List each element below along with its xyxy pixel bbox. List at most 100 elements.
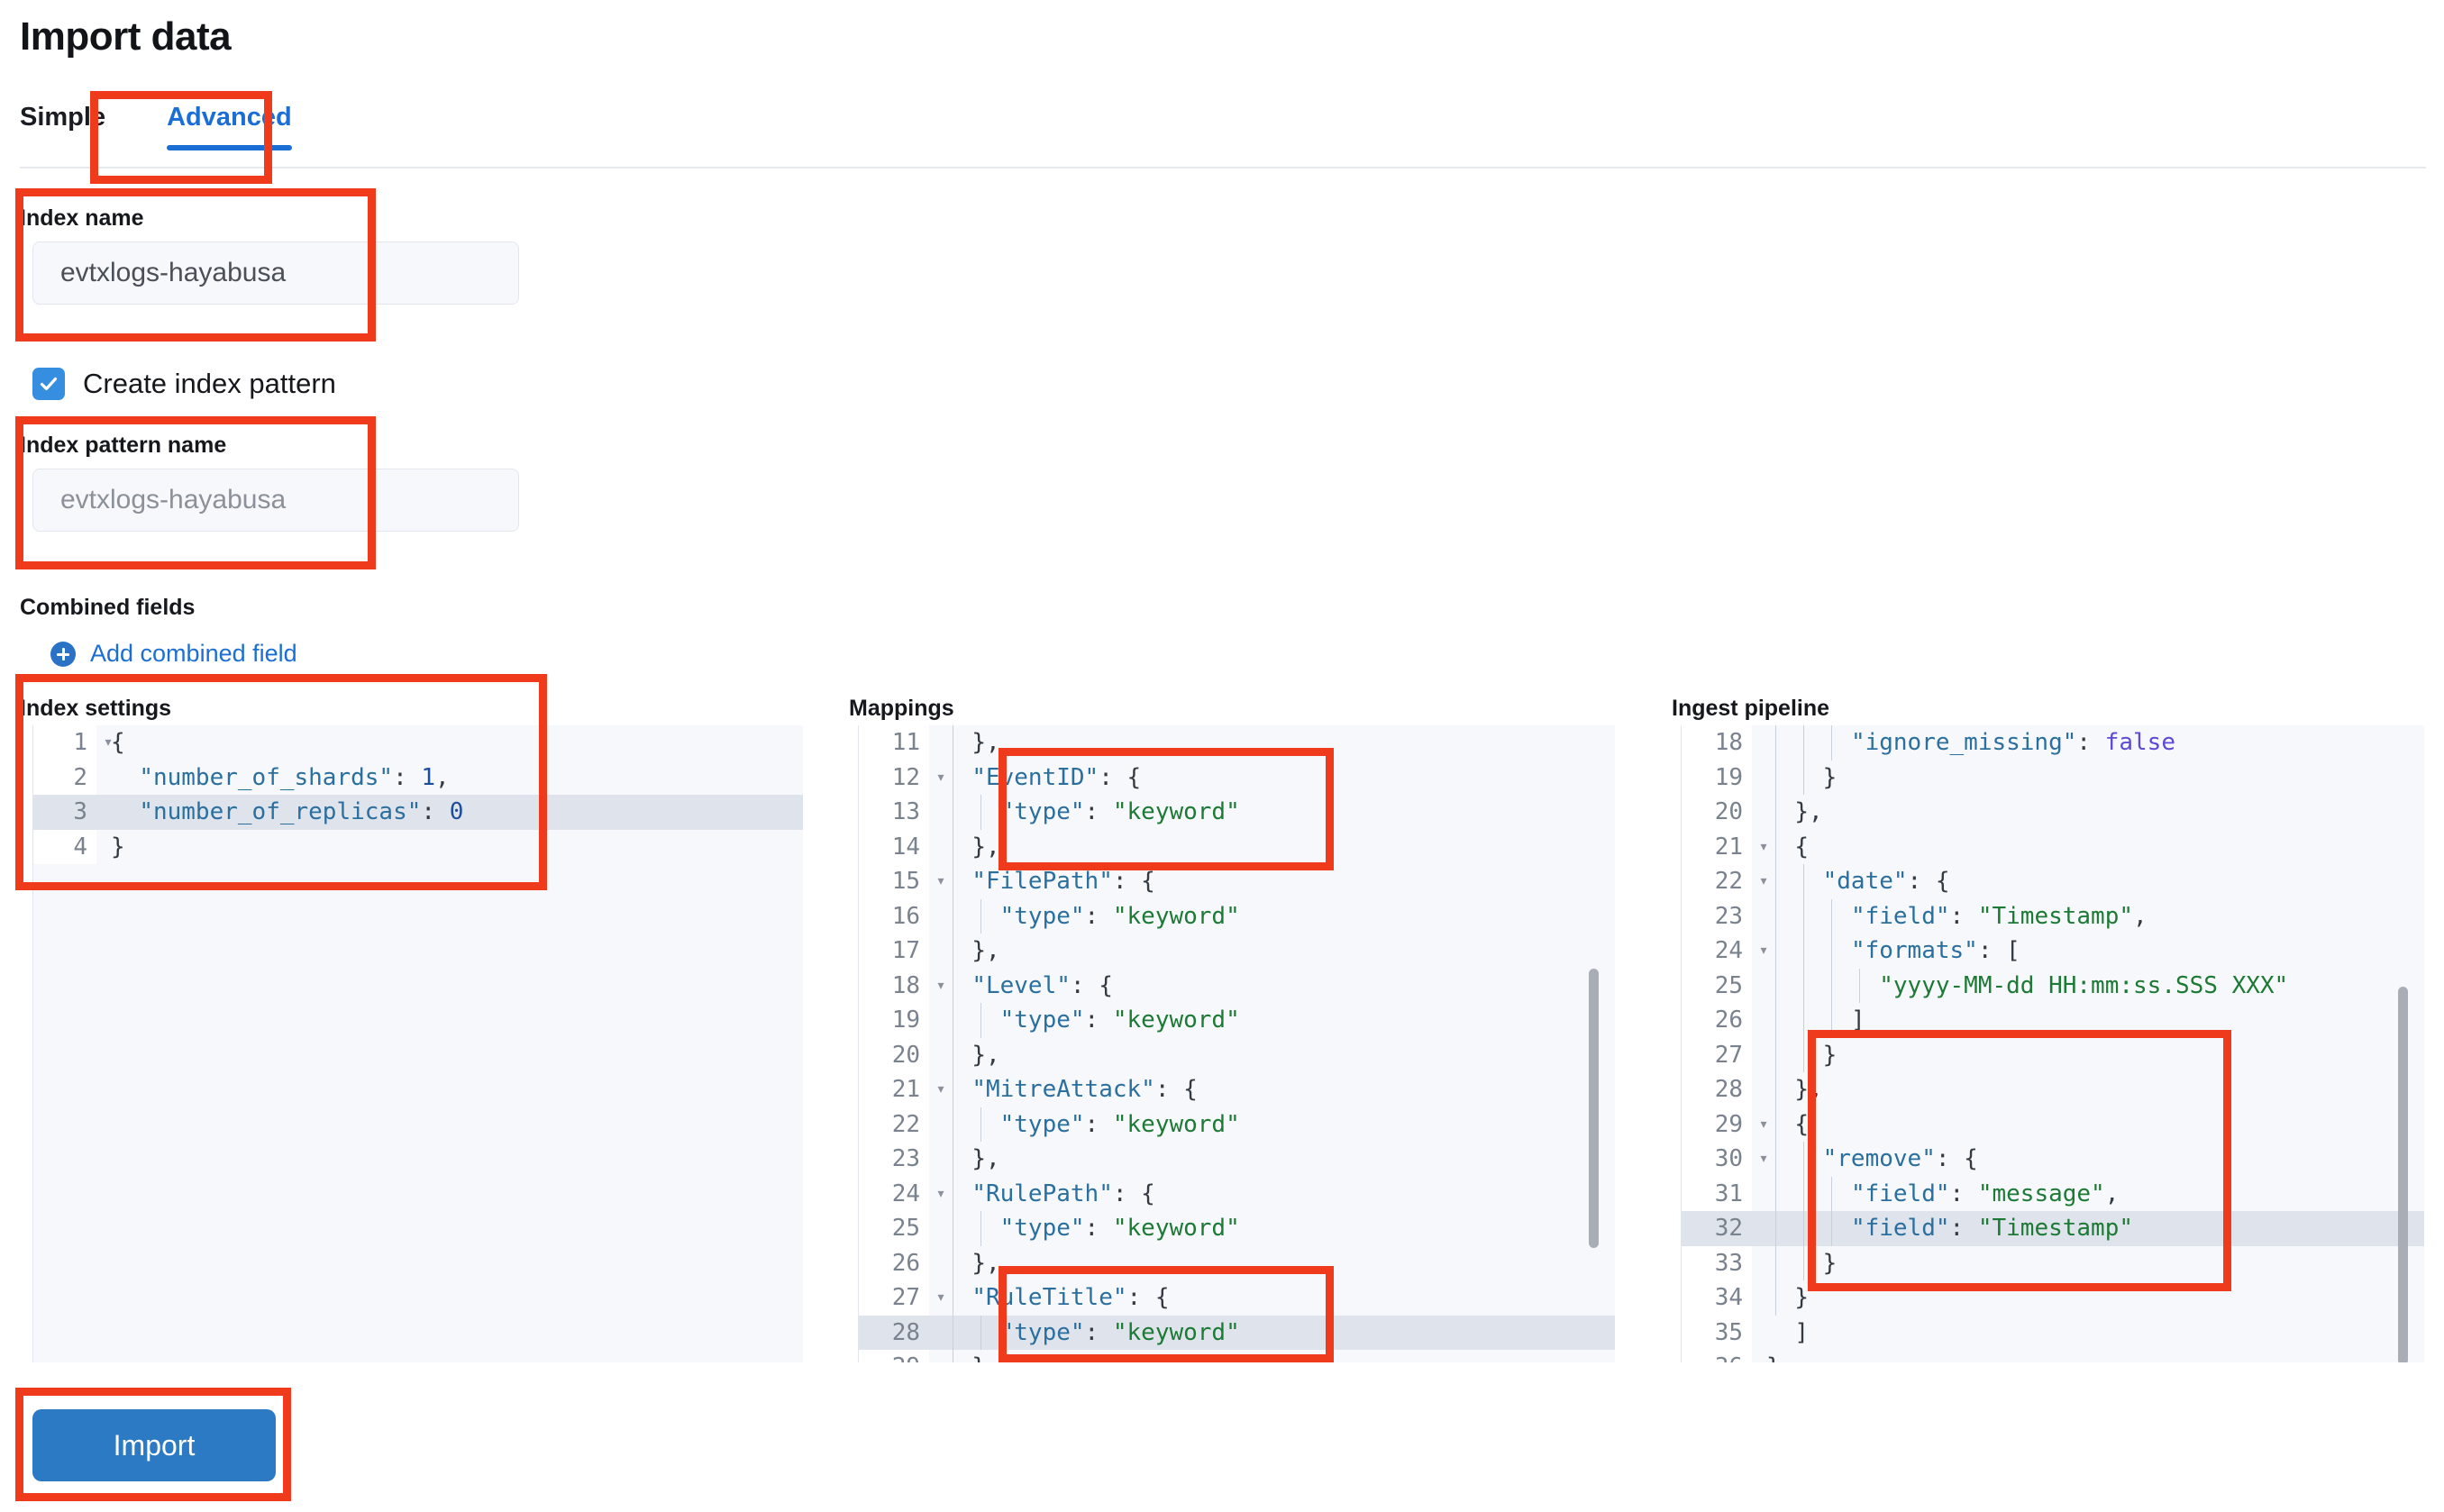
code-text: "yyyy-MM-dd HH:mm:ss.SSS XXX"	[1752, 968, 2288, 1003]
fold-caret-icon[interactable]: ▾	[1758, 1114, 1769, 1134]
line-number: 19	[859, 1003, 929, 1038]
code-text: }	[1752, 1350, 1781, 1362]
create-index-pattern-checkbox[interactable]	[32, 368, 65, 400]
fold-caret-icon[interactable]: ▾	[1758, 1149, 1769, 1168]
line-number: 24▾	[859, 1176, 945, 1211]
code-text: {	[111, 729, 125, 756]
indent-guide	[980, 898, 981, 934]
indent-guide	[1803, 1176, 1804, 1211]
line-number: 35	[1682, 1315, 1752, 1350]
code-text: }	[1752, 760, 1837, 795]
code-line: 21▾ "MitreAttack": {	[859, 1072, 1615, 1107]
import-button[interactable]: Import	[32, 1409, 276, 1481]
add-combined-field-button[interactable]: Add combined field	[50, 640, 297, 668]
code-text: },	[1752, 795, 1823, 830]
tab-simple[interactable]: Simple	[20, 103, 106, 132]
line-number: 13	[859, 795, 929, 830]
indent-guide	[980, 1315, 981, 1350]
code-line: 31 "field": "message",	[1682, 1176, 2424, 1211]
line-number: 18▾	[859, 968, 945, 1003]
ingest-pipeline-scrollbar[interactable]	[2398, 987, 2408, 1362]
fold-caret-icon[interactable]: ▾	[935, 1079, 946, 1098]
code-line: 2 "number_of_shards": 1,	[33, 760, 803, 795]
tab-divider	[20, 167, 2426, 169]
code-line: 11 },	[859, 725, 1615, 761]
fold-caret-icon[interactable]: ▾	[935, 871, 946, 890]
index-name-input[interactable]: evtxlogs-hayabusa	[32, 241, 519, 305]
code-line: 17 },	[859, 934, 1615, 969]
code-text: },	[929, 1037, 1000, 1072]
indent-guide	[1775, 795, 1776, 830]
code-text: }	[1752, 1037, 1837, 1072]
code-line: 16 "type": "keyword"	[859, 898, 1615, 934]
line-number: 16	[859, 898, 929, 934]
indent-guide	[1775, 1176, 1776, 1211]
fold-caret-icon[interactable]: ▾	[103, 733, 114, 751]
line-number: 26	[1682, 1003, 1752, 1038]
fold-caret-icon[interactable]: ▾	[1758, 871, 1769, 890]
code-line: 24▾ "RulePath": {	[859, 1176, 1615, 1211]
indent-guide	[1775, 1211, 1776, 1246]
mappings-scrollbar[interactable]	[1589, 969, 1599, 1248]
code-line: 22 "type": "keyword"	[859, 1107, 1615, 1142]
code-text: },	[1752, 1072, 1823, 1107]
fold-caret-icon[interactable]: ▾	[935, 1183, 946, 1203]
line-number: 17	[859, 934, 929, 969]
code-text: },	[929, 829, 1000, 864]
indent-guide	[1775, 1280, 1776, 1316]
tab-bar: Simple Advanced	[20, 97, 323, 150]
line-number: 18	[1682, 725, 1752, 761]
line-number: 11	[859, 725, 929, 761]
code-text: "date": {	[1752, 864, 1950, 899]
code-text: "number_of_replicas": 0	[139, 798, 464, 825]
fold-caret-icon[interactable]: ▾	[1758, 941, 1769, 960]
code-text: ]	[1794, 1318, 1809, 1346]
code-line: 29▾ {	[1682, 1107, 2424, 1142]
indent-guide	[1831, 1003, 1832, 1038]
index-pattern-name-input[interactable]: evtxlogs-hayabusa	[32, 469, 519, 532]
code-line: 29 },	[859, 1350, 1615, 1362]
indent-guide	[980, 1003, 981, 1038]
fold-caret-icon[interactable]: ▾	[935, 767, 946, 787]
code-text: "type": "keyword"	[929, 1211, 1240, 1246]
create-index-pattern-row[interactable]: Create index pattern	[32, 368, 336, 400]
indent-guide	[1831, 934, 1832, 969]
tab-advanced[interactable]: Advanced	[136, 97, 323, 150]
index-settings-title: Index settings	[20, 696, 172, 721]
line-number: 27▾	[859, 1280, 945, 1316]
page-title: Import data	[20, 14, 232, 59]
code-line: 25 "yyyy-MM-dd HH:mm:ss.SSS XXX"	[1682, 968, 2424, 1003]
indent-guide	[1831, 1211, 1832, 1246]
code-line: 26 },	[859, 1245, 1615, 1280]
line-number: 23	[1682, 898, 1752, 934]
line-number: 25	[1682, 968, 1752, 1003]
indent-guide	[1803, 1142, 1804, 1177]
code-text: "number_of_shards": 1,	[139, 763, 450, 791]
code-text: "remove": {	[1752, 1142, 1978, 1177]
code-line: 30▾ "remove": {	[1682, 1142, 2424, 1177]
code-line: 27▾ "RuleTitle": {	[859, 1280, 1615, 1316]
combined-fields-label: Combined fields	[20, 595, 196, 620]
line-number: 29▾	[1682, 1107, 1768, 1142]
code-line: 26 ]	[1682, 1003, 2424, 1038]
code-line: 23 },	[859, 1142, 1615, 1177]
indent-guide	[1775, 864, 1776, 899]
code-line: 20 },	[1682, 795, 2424, 830]
fold-caret-icon[interactable]: ▾	[935, 975, 946, 995]
fold-caret-icon[interactable]: ▾	[935, 1288, 946, 1307]
code-text: "MitreAttack": {	[929, 1072, 1198, 1107]
fold-caret-icon[interactable]: ▾	[1758, 836, 1769, 856]
code-text: }	[1752, 1245, 1837, 1280]
indent-guide	[1775, 934, 1776, 969]
indent-guide	[1775, 760, 1776, 795]
line-number: 25	[859, 1211, 929, 1246]
mappings-editor[interactable]: 11 },12▾ "EventID": {13 "type": "keyword…	[858, 725, 1615, 1362]
code-text: "field": "Timestamp",	[1752, 898, 2148, 934]
line-number: 22	[859, 1107, 929, 1142]
code-line: 23 "field": "Timestamp",	[1682, 898, 2424, 934]
code-text: "field": "message",	[1752, 1176, 2119, 1211]
indent-guide	[1831, 968, 1832, 1003]
line-number: 21▾	[859, 1072, 945, 1107]
index-settings-editor[interactable]: 1▾{2 "number_of_shards": 1,3 "number_of_…	[32, 725, 803, 1362]
